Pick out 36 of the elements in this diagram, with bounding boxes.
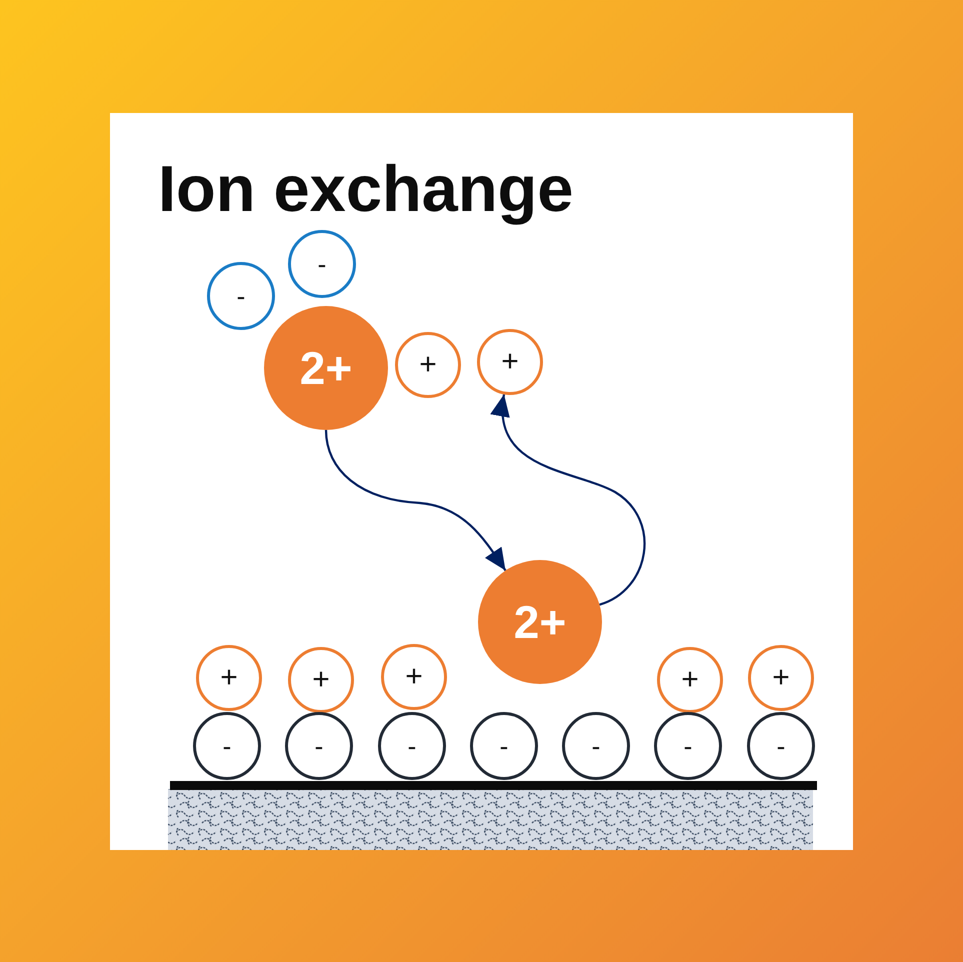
surface-charge-circle — [562, 712, 630, 780]
charge-label: - — [222, 733, 232, 759]
charge-label: + — [419, 350, 437, 380]
positive-ion-circle — [196, 645, 262, 711]
surface-charge-circle — [747, 712, 815, 780]
charge-label: + — [405, 662, 423, 692]
positive-ion-circle — [477, 329, 543, 395]
positive-ion-circle — [657, 647, 723, 713]
positive-ion-circle — [748, 645, 814, 711]
charge-label: - — [500, 733, 508, 759]
charge-label: - — [776, 733, 786, 759]
curved-arrow — [492, 394, 646, 606]
charge-label: + — [220, 663, 238, 693]
surface-charge-circle — [654, 712, 722, 780]
charge-label: + — [312, 665, 330, 695]
charge-label: - — [318, 251, 326, 277]
negative-ion-circle — [288, 230, 356, 298]
charge-label: - — [236, 283, 246, 309]
surface-charge-circle — [193, 712, 261, 780]
positive-ion-circle — [288, 647, 354, 713]
surface-charge-circle — [285, 712, 353, 780]
charge-label: + — [681, 665, 699, 695]
charge-label: + — [501, 347, 519, 377]
charge-label: - — [592, 733, 600, 759]
charge-label: - — [314, 733, 324, 759]
positive-ion-circle — [381, 644, 447, 710]
surface-charge-circle — [378, 712, 446, 780]
positive-ion-circle — [395, 332, 461, 398]
negative-ion-circle — [207, 262, 275, 330]
charge-label: 2+ — [300, 345, 352, 391]
charge-label: - — [408, 733, 416, 759]
charge-label: + — [772, 663, 790, 693]
charge-label: 2+ — [514, 599, 566, 645]
surface-charge-circle — [470, 712, 538, 780]
charge-label: - — [684, 733, 692, 759]
curved-arrow — [324, 430, 506, 572]
